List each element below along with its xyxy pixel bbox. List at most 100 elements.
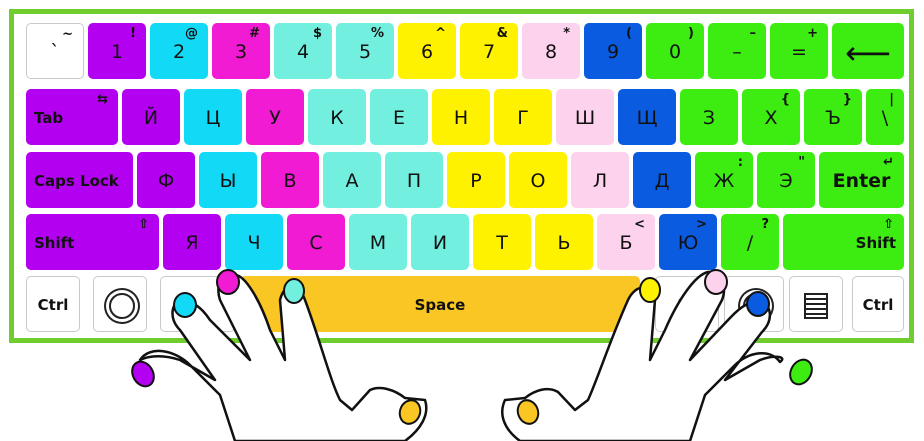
key-label: Tab [34, 109, 118, 127]
key-я[interactable]: Я [163, 214, 221, 270]
key-label: 0 [646, 41, 704, 63]
key-й[interactable]: Й [122, 89, 180, 145]
key-label: Shift [856, 234, 896, 252]
key-shift[interactable]: Shift⇧ [26, 214, 159, 270]
key-ч[interactable]: Ч [225, 214, 283, 270]
key-label: – [708, 41, 766, 63]
key-г[interactable]: Г [494, 89, 552, 145]
key-label: Ь [535, 232, 593, 254]
key-shift-symbol: ) [688, 26, 694, 41]
key-label: Х [742, 107, 800, 129]
key-9[interactable]: 9( [584, 23, 642, 79]
key-tab[interactable]: Tab ⇆ [26, 89, 118, 145]
key-4[interactable]: 4$ [274, 23, 332, 79]
key-enter[interactable]: Enter↵ [819, 152, 904, 208]
key-label: Л [571, 170, 629, 192]
key-х[interactable]: Х{ [742, 89, 800, 145]
key-label: В [261, 170, 319, 192]
key-label: Space [240, 296, 640, 314]
key-ctrl[interactable]: Ctrl [26, 276, 80, 332]
key-7[interactable]: 7& [460, 23, 518, 79]
key-5[interactable]: 5% [336, 23, 394, 79]
key-label: = [770, 41, 828, 63]
key-1[interactable]: 1! [88, 23, 146, 79]
key-shift-symbol: > [696, 217, 707, 232]
key-2[interactable]: 2@ [150, 23, 208, 79]
key-windows-key-icon[interactable] [93, 276, 147, 332]
key-в[interactable]: В [261, 152, 319, 208]
key-и[interactable]: И [411, 214, 469, 270]
key-shift-symbol: { [781, 92, 790, 107]
key-label: Щ [618, 107, 676, 129]
key-о[interactable]: О [509, 152, 567, 208]
key-label: А [323, 170, 381, 192]
key-ctrl[interactable]: Ctrl [852, 276, 904, 332]
key-д[interactable]: Д [633, 152, 691, 208]
right-little-fingertip [786, 356, 816, 389]
key-backspace-arrow-icon[interactable]: ⟵ [832, 23, 904, 79]
key-shift-symbol: } [843, 92, 852, 107]
key-space[interactable]: Space [240, 276, 640, 332]
key-caps-lock[interactable]: Caps Lock [26, 152, 133, 208]
key-label: Г [494, 107, 552, 129]
key-blank[interactable]: =+ [770, 23, 828, 79]
key-label: И [411, 232, 469, 254]
key-а[interactable]: А [323, 152, 381, 208]
key-3[interactable]: 3# [212, 23, 270, 79]
windows-key-icon [109, 293, 135, 319]
key-с[interactable]: С [287, 214, 345, 270]
key-з[interactable]: З [680, 89, 738, 145]
key-щ[interactable]: Щ [618, 89, 676, 145]
key-label: Ъ [804, 107, 862, 129]
key-ю[interactable]: Ю> [659, 214, 717, 270]
key-п[interactable]: П [385, 152, 443, 208]
key-н[interactable]: Н [432, 89, 490, 145]
key-label: 2 [150, 41, 208, 63]
key-shift-symbol: " [798, 155, 805, 170]
key-р[interactable]: Р [447, 152, 505, 208]
key-0[interactable]: 0) [646, 23, 704, 79]
key-shift-symbol: ~ [62, 27, 73, 42]
key-blank[interactable]: –– [708, 23, 766, 79]
key-6[interactable]: 6^ [398, 23, 456, 79]
key-menu-key-icon[interactable] [789, 276, 843, 332]
key-ъ[interactable]: Ъ} [804, 89, 862, 145]
key-8[interactable]: 8* [522, 23, 580, 79]
key-label: Д [633, 170, 691, 192]
key-blank[interactable] [160, 276, 235, 332]
key-label: / [721, 232, 779, 254]
key-у[interactable]: У [246, 89, 304, 145]
key-ь[interactable]: Ь [535, 214, 593, 270]
key-label: М [349, 232, 407, 254]
key-э[interactable]: Э" [757, 152, 815, 208]
key-т[interactable]: Т [473, 214, 531, 270]
key-label: Ц [184, 107, 242, 129]
key-label: 7 [460, 41, 518, 63]
key-blank[interactable]: `~ [26, 23, 84, 79]
key-shift-symbol: ⇆ [97, 92, 108, 107]
key-л[interactable]: Л [571, 152, 629, 208]
key-label: Э [757, 170, 815, 192]
key-label: Я [163, 232, 221, 254]
key-shift[interactable]: Shift⇧ [783, 214, 904, 270]
key-blank[interactable]: \| [866, 89, 904, 145]
key-shift-symbol: & [497, 26, 508, 41]
key-label: Н [432, 107, 490, 129]
key-к[interactable]: К [308, 89, 366, 145]
key-м[interactable]: М [349, 214, 407, 270]
key-shift-symbol: ⇧ [138, 217, 149, 232]
left-thumb-fingertip [396, 397, 423, 426]
key-ш[interactable]: Ш [556, 89, 614, 145]
key-ф[interactable]: Ф [137, 152, 195, 208]
key-ц[interactable]: Ц [184, 89, 242, 145]
key-б[interactable]: Б< [597, 214, 655, 270]
menu-key-icon [804, 293, 828, 319]
key-shift-symbol: * [563, 26, 570, 41]
key-е[interactable]: Е [370, 89, 428, 145]
key-ы[interactable]: Ы [199, 152, 257, 208]
key-shift-symbol: @ [185, 26, 198, 41]
key-windows-key-icon[interactable] [724, 276, 784, 332]
key-blank[interactable]: /? [721, 214, 779, 270]
key-ж[interactable]: Ж: [695, 152, 753, 208]
key-alt[interactable]: Alt [655, 276, 719, 332]
